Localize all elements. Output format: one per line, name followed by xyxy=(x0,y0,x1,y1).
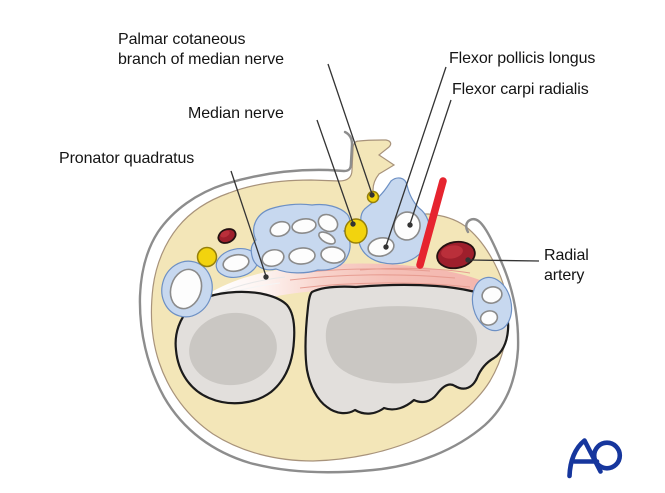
radial-artery-shape xyxy=(436,240,476,270)
skin-outline xyxy=(138,130,520,474)
tendon-sheath-ulnar xyxy=(161,260,213,318)
label-palmar-cutaneous-branch: Palmar cotaneous branch of median nerve xyxy=(118,31,284,68)
label-flexor-carpi-radialis: Flexor carpi radialis xyxy=(452,81,589,98)
label-flexor-pollicis-longus: Flexor pollicis longus xyxy=(449,50,596,67)
label-radial-artery: Radial artery xyxy=(544,247,589,284)
tendon xyxy=(320,246,346,264)
small-artery-shape xyxy=(217,228,237,244)
tendon-sheath-radial xyxy=(471,276,513,332)
leader-lines xyxy=(230,63,540,280)
tendon xyxy=(318,231,336,245)
tendon xyxy=(479,310,499,326)
label-pronator-quadratus: Pronator quadratus xyxy=(59,150,195,167)
tendon xyxy=(269,220,291,238)
tendon-sheath-small-left xyxy=(215,248,259,278)
ao-logo xyxy=(567,438,623,479)
tendon xyxy=(291,218,317,234)
tendon-sheath-central xyxy=(250,203,351,274)
label-median-nerve: Median nerve xyxy=(188,105,284,122)
tendon xyxy=(261,248,285,268)
ulna-bone xyxy=(174,290,296,405)
tendon xyxy=(288,247,316,265)
tendon xyxy=(481,286,503,304)
incision-marker xyxy=(416,177,447,269)
tendon xyxy=(222,253,250,273)
tendon xyxy=(317,213,339,233)
median-nerve-shape xyxy=(344,218,368,244)
radius-bone xyxy=(304,283,510,415)
tendon xyxy=(169,268,203,310)
ulnar-nerve-shape xyxy=(196,246,218,268)
